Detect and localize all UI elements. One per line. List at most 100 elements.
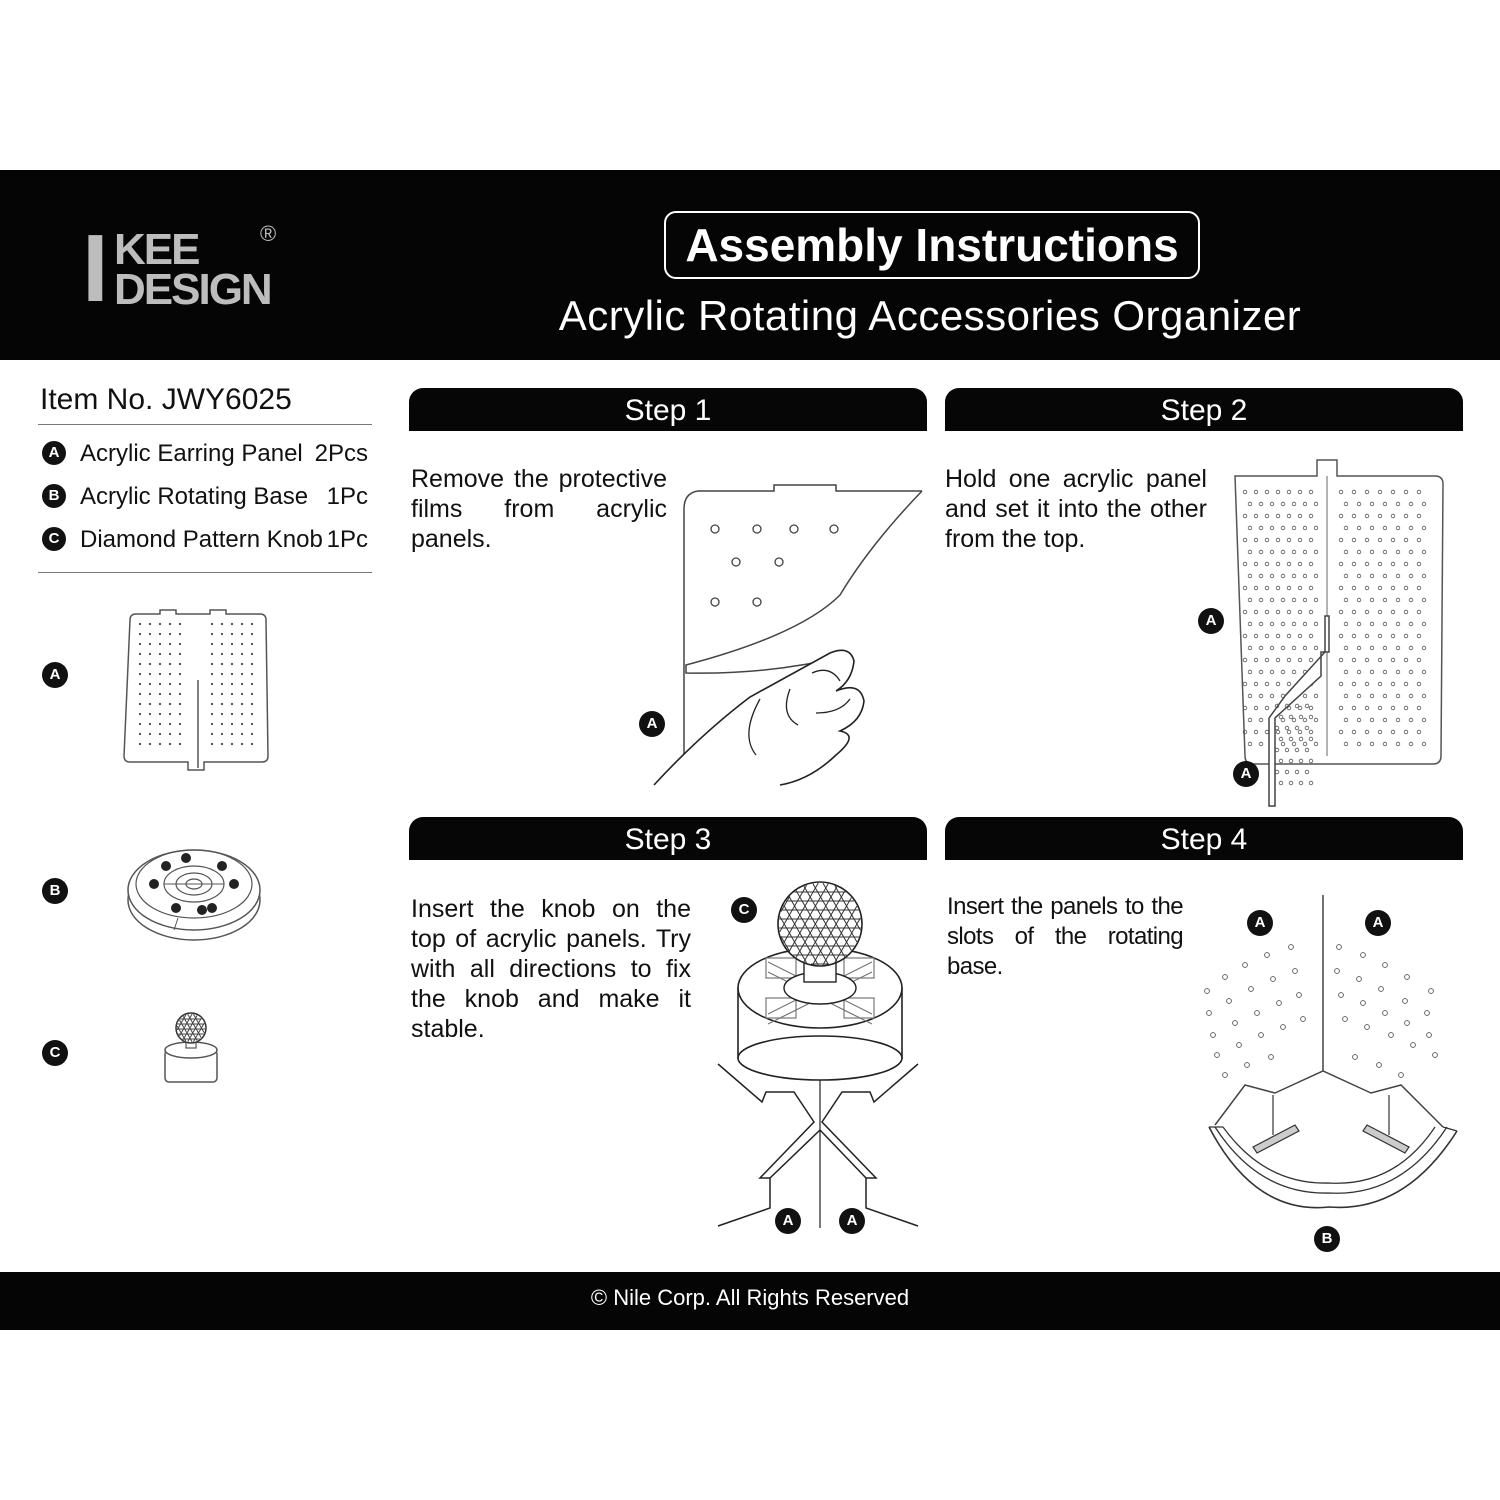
panel-hole [1304, 703, 1310, 709]
panel-hole [1408, 525, 1414, 531]
part-row-b: B Acrylic Rotating Base 1Pc [42, 481, 372, 513]
panel-hole [168, 672, 172, 676]
panel-hole [1291, 621, 1297, 627]
panel-hole [1403, 561, 1409, 567]
rotating-base-illustration [127, 849, 261, 941]
panel-hole [250, 702, 254, 706]
panel-hole [1242, 633, 1248, 639]
panel-hole [1280, 1024, 1286, 1030]
panel-hole [178, 702, 182, 706]
panel-hole [1408, 549, 1414, 555]
panel-hole [1395, 741, 1401, 747]
panel-hole [1298, 714, 1304, 720]
panel-hole [250, 692, 254, 696]
panel-hole [138, 722, 142, 726]
panel-hole [1275, 609, 1281, 615]
panel-hole [1382, 693, 1388, 699]
panel-hole [1280, 621, 1286, 627]
panel-hole [1377, 729, 1383, 735]
divider [38, 572, 372, 573]
panel-hole [168, 712, 172, 716]
panel-hole [1300, 1016, 1306, 1022]
panel-hole [148, 622, 152, 626]
panel-hole [138, 732, 142, 736]
panel-hole [220, 672, 224, 676]
panel-hole [1351, 537, 1357, 543]
panel-hole [1395, 669, 1401, 675]
panel-hole [1291, 597, 1297, 603]
panel-hole [1247, 573, 1253, 579]
panel-hole [158, 722, 162, 726]
panel-hole [1395, 501, 1401, 507]
panel-hole [1286, 729, 1292, 735]
panel-hole [1416, 537, 1422, 543]
panel-hole [138, 652, 142, 656]
panel-hole [1302, 501, 1308, 507]
panel-hole [1232, 1020, 1238, 1026]
badge-a: A [1198, 608, 1224, 634]
panel-hole [1269, 693, 1275, 699]
panel-hole [1253, 489, 1259, 495]
panel-hole [1247, 597, 1253, 603]
panel-hole [1269, 645, 1275, 651]
panel-hole [148, 632, 152, 636]
panel-hole [1378, 986, 1384, 992]
panel-hole [1377, 609, 1383, 615]
panel-hole [240, 662, 244, 666]
panel-hole [1313, 525, 1319, 531]
panel-hole [1280, 597, 1286, 603]
panel-hole [168, 692, 172, 696]
panel-hole [1276, 1000, 1282, 1006]
panel-hole [1242, 537, 1248, 543]
panel-hole [178, 712, 182, 716]
panel-hole [1364, 1024, 1370, 1030]
panel-hole [1421, 549, 1427, 555]
badge-a: A [1247, 910, 1273, 936]
panel-hole [1286, 513, 1292, 519]
part-row-a: A Acrylic Earring Panel 2Pcs [42, 438, 372, 470]
step-4-base-illustration [1204, 895, 1458, 1209]
panel-hole [1369, 597, 1375, 603]
panel-hole [1343, 597, 1349, 603]
panel-hole [1364, 561, 1370, 567]
panel-hole [178, 662, 182, 666]
panel-hole [230, 672, 234, 676]
panel-hole [1390, 585, 1396, 591]
panel-hole [1274, 703, 1280, 709]
panel-hole [210, 732, 214, 736]
panel-hole [138, 672, 142, 676]
panel-hole [1247, 549, 1253, 555]
panel-hole [1297, 561, 1303, 567]
panel-hole [1269, 597, 1275, 603]
panel-hole [1364, 585, 1370, 591]
panel-hole [158, 652, 162, 656]
knob-lattice-line [182, 1015, 198, 1040]
panel-hole [240, 712, 244, 716]
panel-hole [1338, 585, 1344, 591]
panel-hole [178, 672, 182, 676]
panel-hole [1247, 741, 1253, 747]
footer-copyright: © Nile Corp. All Rights Reserved [0, 1272, 1500, 1330]
logo-letter: I [82, 215, 109, 322]
panel-hole [1247, 717, 1253, 723]
panel-hole [1377, 681, 1383, 687]
panel-hole [1390, 561, 1396, 567]
panel-hole [220, 642, 224, 646]
panel-hole [1416, 489, 1422, 495]
panel-hole [230, 652, 234, 656]
panel-hole [1395, 573, 1401, 579]
panel-hole [1242, 489, 1248, 495]
panel-hole [1421, 525, 1427, 531]
panel-hole [1308, 585, 1314, 591]
panel-hole [1377, 657, 1383, 663]
panel-hole [1343, 525, 1349, 531]
panel-hole [138, 712, 142, 716]
panel-hole [168, 732, 172, 736]
panel-hole [1356, 597, 1362, 603]
panel-hole [1302, 645, 1308, 651]
panel-hole [230, 692, 234, 696]
panel-hole [1286, 561, 1292, 567]
step-2-panels-illustration [1234, 459, 1444, 807]
panel-hole [148, 732, 152, 736]
panel-hole [220, 662, 224, 666]
